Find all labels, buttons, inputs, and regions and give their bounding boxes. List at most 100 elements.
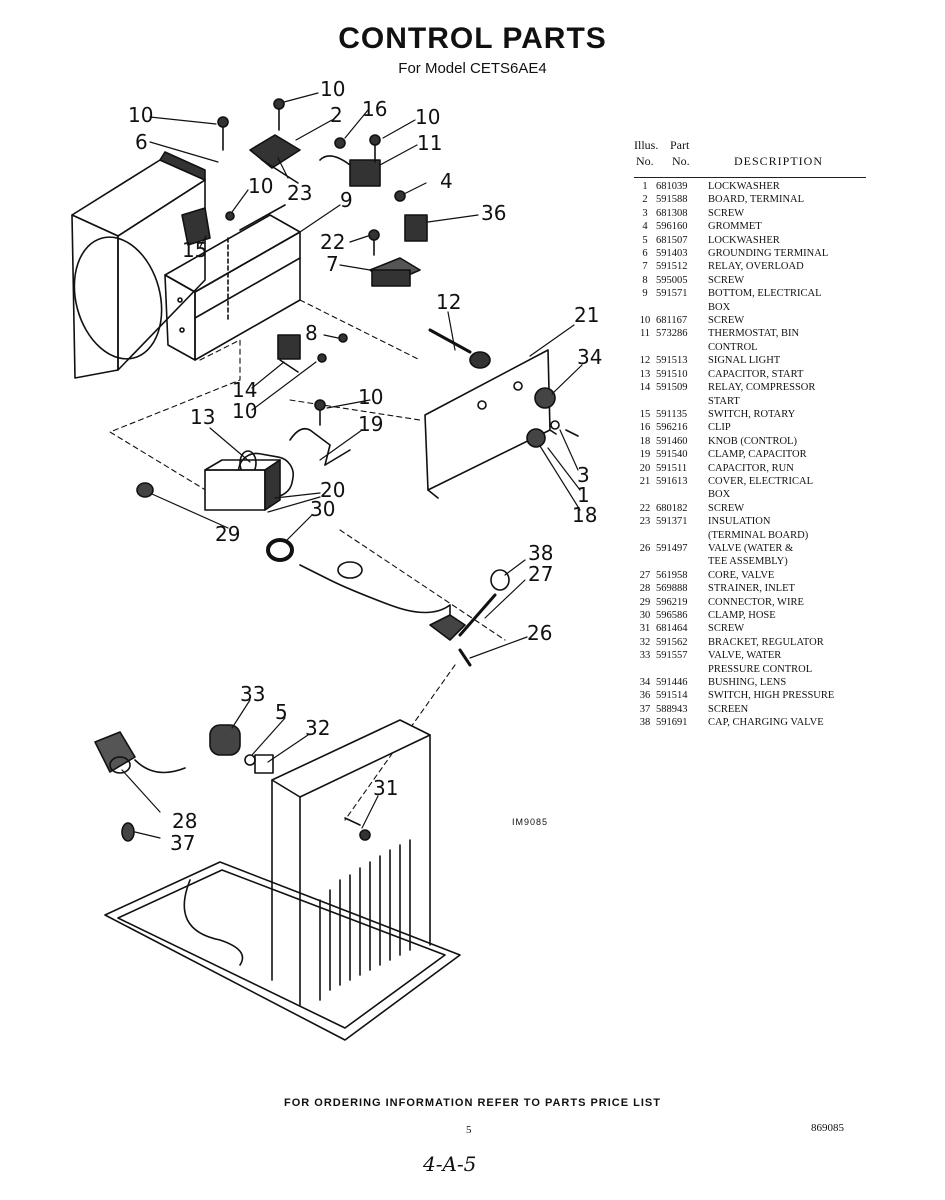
part-no: 591557 xyxy=(656,650,688,662)
callout-20: 20 xyxy=(320,478,345,502)
part-no: 591497 xyxy=(656,542,688,554)
illus-no: 3 xyxy=(642,207,648,219)
callout-38: 38 xyxy=(528,541,553,565)
illus-no: 11 xyxy=(639,328,651,340)
part-no: 596160 xyxy=(656,221,688,233)
callout-8: 8 xyxy=(305,321,318,345)
illus-no: 13 xyxy=(639,368,651,380)
assembly-lines xyxy=(109,299,506,821)
illus-no: 7 xyxy=(642,261,648,273)
illus-no: 10 xyxy=(639,315,651,327)
callout-22: 22 xyxy=(320,230,345,254)
illus-no: 16 xyxy=(639,422,651,434)
callout-34: 34 xyxy=(577,345,602,369)
illus-no: 19 xyxy=(639,449,651,461)
part-no: 591511 xyxy=(656,462,688,474)
part-description: RELAY, COMPRESSOR xyxy=(708,382,816,394)
overload-relay-drawing xyxy=(369,257,421,287)
part-description: VALVE (WATER & xyxy=(708,542,794,554)
callout-10: 10 xyxy=(128,103,153,127)
callout-28: 28 xyxy=(172,809,197,833)
illus-no: 34 xyxy=(639,677,651,689)
ordering-note: FOR ORDERING INFORMATION REFER TO PARTS … xyxy=(284,1097,661,1109)
parts-row-continued: CONTROL xyxy=(634,341,874,354)
pressure-switch-drawing xyxy=(394,190,428,242)
illus-no: 20 xyxy=(639,462,651,474)
capacitor-clamp-drawing xyxy=(289,427,351,466)
part-no: 591460 xyxy=(656,435,688,447)
callout-10: 10 xyxy=(415,105,440,129)
description-header: DESCRIPTION xyxy=(734,154,824,168)
part-description: SWITCH, HIGH PRESSURE xyxy=(708,690,835,702)
part-description-continued: BOX xyxy=(708,489,731,501)
callout-1: 1 xyxy=(577,483,590,507)
part-description: CAPACITOR, RUN xyxy=(708,462,794,474)
part-description: CAP, CHARGING VALVE xyxy=(708,717,824,729)
part-description: BUSHING, LENS xyxy=(708,677,787,689)
callout-29: 29 xyxy=(215,522,240,546)
parts-row-continued: TEE ASSEMBLY) xyxy=(634,555,874,568)
model-subtitle: For Model CETS6AE4 xyxy=(398,60,547,77)
illus-no: 37 xyxy=(639,703,651,715)
illus-no: 9 xyxy=(642,288,648,300)
part-no: 591135 xyxy=(656,408,688,420)
callout-7: 7 xyxy=(326,252,339,276)
part-description: STRAINER, INLET xyxy=(708,583,795,595)
callout-30: 30 xyxy=(310,497,335,521)
part-description: CLAMP, HOSE xyxy=(708,610,776,621)
callout-16: 16 xyxy=(362,97,387,121)
parts-row-continued: BOX xyxy=(634,301,874,314)
part-no: 681039 xyxy=(656,181,688,192)
parts-row: 20 591511 CAPACITOR, RUN xyxy=(634,462,874,475)
illus-no: 31 xyxy=(639,623,651,635)
part-description: SCREW xyxy=(708,315,745,327)
callout-4: 4 xyxy=(440,169,453,193)
part-description: BOTTOM, ELECTRICAL xyxy=(708,288,822,300)
part-no: 591403 xyxy=(656,248,688,260)
compressor-relay-drawing xyxy=(277,334,301,373)
front-panel-drawing xyxy=(71,151,206,379)
callout-18: 18 xyxy=(572,503,597,527)
illus-no: 36 xyxy=(639,690,651,702)
illus-no: 38 xyxy=(639,717,651,729)
callout-10: 10 xyxy=(248,174,273,198)
part-description: SWITCH, ROTARY xyxy=(708,408,796,420)
part-header: Part xyxy=(670,138,690,152)
terminal-board-drawing xyxy=(249,134,301,184)
part-description: COVER, ELECTRICAL xyxy=(708,475,813,487)
part-description-continued: PRESSURE CONTROL xyxy=(708,663,813,675)
no-header: No. xyxy=(636,154,654,168)
callout-10: 10 xyxy=(358,385,383,409)
illus-no: 29 xyxy=(639,596,651,608)
part-no: 569888 xyxy=(656,583,688,595)
callout-21: 21 xyxy=(574,303,599,327)
part-no: 561958 xyxy=(656,569,688,581)
illus-no: 6 xyxy=(642,248,648,260)
part-description: GROMMET xyxy=(708,221,762,233)
part-description: GROUNDING TERMINAL xyxy=(708,248,829,260)
part-no: 591691 xyxy=(656,717,688,729)
callout-13: 13 xyxy=(190,405,215,429)
callout-11: 11 xyxy=(417,131,442,155)
illus-no: 22 xyxy=(639,502,651,514)
page-title: CONTROL PARTS xyxy=(338,22,607,55)
diagram-code: IM9085 xyxy=(512,817,549,827)
